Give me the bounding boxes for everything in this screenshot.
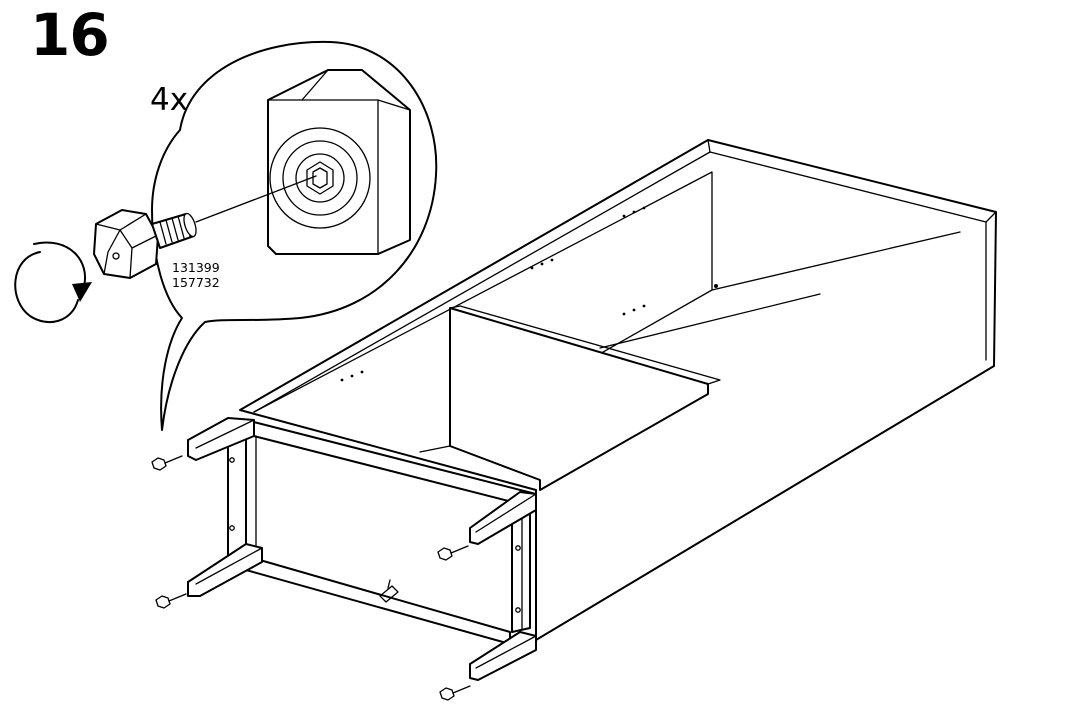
base-back-rail <box>245 555 511 645</box>
foot-screws <box>151 455 471 701</box>
cabinet-inner-panel <box>253 171 961 413</box>
clockwise-rotation-arrow-icon <box>14 241 92 324</box>
shelf-pin-holes <box>340 206 718 382</box>
leg-front-right <box>469 631 537 681</box>
cabinet-body <box>151 139 997 701</box>
leg-front-left <box>187 543 263 597</box>
base-left-apron <box>227 433 247 565</box>
callout-bubble-outline <box>151 40 438 431</box>
center-bracket <box>379 579 399 603</box>
part-number-1: 131399 <box>172 260 220 275</box>
adjustable-foot-screw-icon <box>93 209 197 279</box>
foot-screw-icon <box>439 685 471 701</box>
leg-end-closeup <box>267 69 411 255</box>
quantity-label: 4x <box>150 82 188 118</box>
part-number-2: 157732 <box>172 275 220 290</box>
legs <box>187 417 537 681</box>
foot-screw-icon <box>151 455 183 471</box>
foot-screw-icon <box>437 545 469 561</box>
step-number: 16 <box>30 1 110 69</box>
detail-callout: 4x 131399 157732 <box>14 40 438 431</box>
foot-screw-icon <box>155 593 187 609</box>
alignment-line <box>195 175 317 223</box>
